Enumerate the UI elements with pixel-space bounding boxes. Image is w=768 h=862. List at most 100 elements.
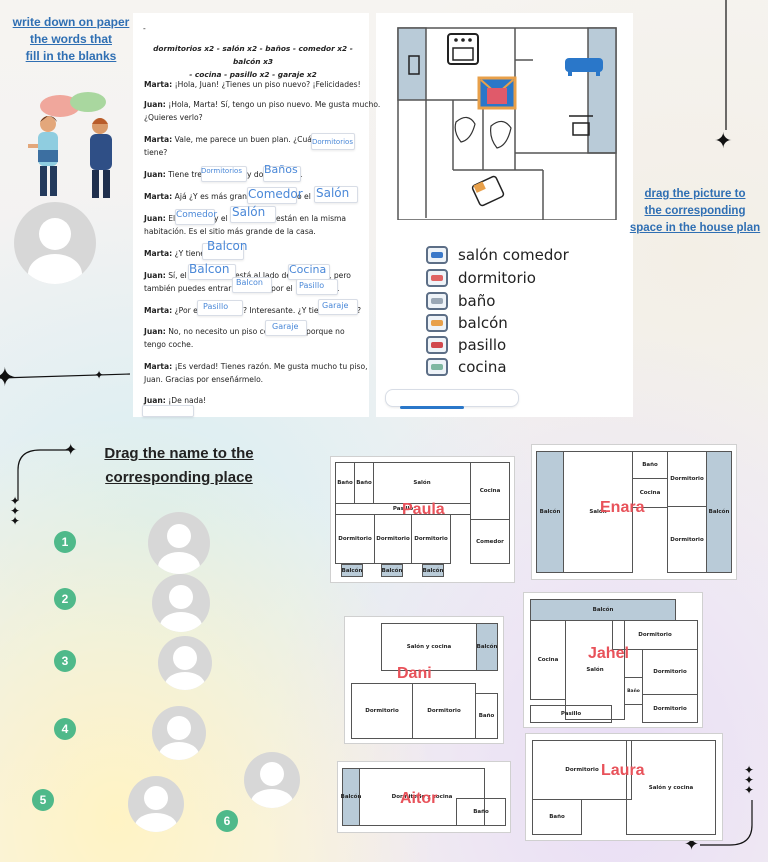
instruction-line: fill in the blanks xyxy=(25,49,117,63)
room: Dormitorio y cocina xyxy=(359,768,485,826)
plan-name[interactable]: Jahel xyxy=(588,645,629,662)
legend-color xyxy=(431,364,443,370)
dialog-line: ¡De nada! xyxy=(168,396,207,405)
avatar-draggable[interactable] xyxy=(128,776,184,832)
legend-item[interactable]: cocina xyxy=(426,357,507,377)
dialog-fragment: , pero xyxy=(329,271,351,280)
answer-text[interactable]: Balcon xyxy=(207,239,248,253)
dialog-line: ¿Quieres verlo? xyxy=(144,113,203,122)
answer-box[interactable] xyxy=(314,186,358,203)
answer-text[interactable]: Salón xyxy=(232,205,266,219)
dialog-fragment: ? Interesante. ¿Y tiene xyxy=(243,306,328,315)
answer-box[interactable] xyxy=(263,166,301,182)
plan-name[interactable]: Dani xyxy=(397,665,432,682)
answer-text[interactable]: Balcon xyxy=(189,262,230,276)
plan-name[interactable]: Aitor xyxy=(400,790,438,807)
legend-color xyxy=(431,275,443,281)
avatar xyxy=(14,202,96,284)
legend-label: cocina xyxy=(458,358,507,376)
instruction-line: drag the picture to xyxy=(644,188,746,200)
room: Baño xyxy=(532,799,582,835)
dialog-line: ¿Y tiene xyxy=(174,249,205,258)
answer-text[interactable]: Garaje xyxy=(272,322,299,331)
legend-item[interactable]: dormitorio xyxy=(426,268,536,288)
answer-box[interactable] xyxy=(318,299,358,315)
dialog-line: ¡Hola, Juan! ¿Tienes un piso nuevo? ¡Fel… xyxy=(174,80,361,89)
hallway-icon xyxy=(426,336,448,354)
answer-box[interactable] xyxy=(311,133,355,150)
room: Baño xyxy=(335,462,355,504)
answer-text[interactable]: Comedor xyxy=(176,210,218,220)
legend-item[interactable]: pasillo xyxy=(426,335,506,355)
answer-text[interactable]: Pasillo xyxy=(299,281,325,290)
answer-box[interactable] xyxy=(197,300,243,316)
room: Salón xyxy=(373,462,471,504)
room: Balcón xyxy=(341,564,363,577)
answer-text[interactable]: Salón xyxy=(316,186,350,200)
room: Dormitorio xyxy=(642,649,698,695)
answer-box[interactable] xyxy=(247,187,297,204)
room: Balcón xyxy=(476,623,498,671)
dialog-fragment: o el xyxy=(297,192,311,201)
answer-text[interactable]: Balcon xyxy=(236,278,263,287)
legend-label: pasillo xyxy=(458,336,507,354)
answer-box[interactable] xyxy=(296,279,338,295)
answer-text[interactable]: Cocina xyxy=(289,263,327,276)
room: Balcón xyxy=(381,564,403,577)
answer-text[interactable]: Garaje xyxy=(322,301,349,310)
answer-text[interactable]: Baños xyxy=(264,163,298,176)
legend-label: balcón xyxy=(458,314,508,332)
sofa-icon xyxy=(426,246,448,264)
room: Cocina xyxy=(530,620,566,700)
dialog-line: Tiene tres xyxy=(168,170,206,179)
sparkle-icon: ✦ xyxy=(94,368,105,382)
room: Dormitorio xyxy=(667,451,707,507)
floor-plan-paula: Baño Baño Salón Cocina Pasillo Dormitori… xyxy=(331,457,514,582)
room: Balcón xyxy=(530,599,676,621)
avatar-draggable[interactable] xyxy=(148,512,210,574)
answer-box[interactable] xyxy=(201,166,247,182)
instruction-write-down[interactable]: write down on paper the words that fill … xyxy=(6,14,136,65)
legend-item[interactable]: baño xyxy=(426,291,495,311)
dash: - xyxy=(143,24,146,33)
room: Salón y cocina xyxy=(626,740,716,835)
answer-box[interactable] xyxy=(175,209,215,225)
answer-box[interactable] xyxy=(265,320,307,336)
dialog-fragment: y dos xyxy=(247,170,268,179)
answer-text[interactable]: Comedor xyxy=(248,187,303,201)
number-badge: 6 xyxy=(216,810,238,832)
avatar-draggable[interactable] xyxy=(152,574,210,632)
avatar-draggable[interactable] xyxy=(244,752,300,808)
sparkle-icon: ✦✦✦ xyxy=(10,494,21,528)
dialog-fragment: por el xyxy=(271,284,293,293)
dialog-line: ¿Por el xyxy=(174,306,200,315)
room: Dormitorio xyxy=(374,514,412,564)
answer-box[interactable] xyxy=(188,264,236,280)
floor-plan-laura: Dormitorio Salón y cocina Baño Laura xyxy=(526,734,722,840)
answer-text[interactable]: Pasillo xyxy=(203,302,229,311)
sparkle-icon: ✦ xyxy=(714,128,733,153)
answer-box[interactable] xyxy=(230,206,276,223)
answer-text[interactable]: Dormitorios xyxy=(312,138,353,146)
legend-item[interactable]: salón comedor xyxy=(426,245,569,265)
legend-item[interactable]: balcón xyxy=(426,313,508,333)
room: Baño xyxy=(456,798,506,826)
answer-box[interactable] xyxy=(202,243,244,260)
answer-box[interactable] xyxy=(232,277,272,293)
plan-name[interactable]: Enara xyxy=(600,499,645,516)
instruction-drag-picture[interactable]: drag the picture to the corresponding sp… xyxy=(622,186,768,237)
number-badge: 4 xyxy=(54,718,76,740)
next-button-placeholder[interactable] xyxy=(385,389,519,407)
speaker: Juan: xyxy=(144,100,166,109)
plan-name[interactable]: Laura xyxy=(601,762,645,779)
answer-text[interactable]: Dormitorios xyxy=(201,167,242,175)
avatar-draggable[interactable] xyxy=(152,706,206,760)
room: Dormitorio xyxy=(532,740,632,800)
speaker: Juan: xyxy=(144,170,166,179)
word-list-line: dormitorios x2 - salón x2 - baños - come… xyxy=(153,44,353,66)
room: Balcón xyxy=(422,564,444,577)
next-button-placeholder[interactable] xyxy=(142,405,194,417)
plan-name[interactable]: Paula xyxy=(402,501,445,518)
legend-label: dormitorio xyxy=(458,269,536,287)
avatar-draggable[interactable] xyxy=(158,636,212,690)
